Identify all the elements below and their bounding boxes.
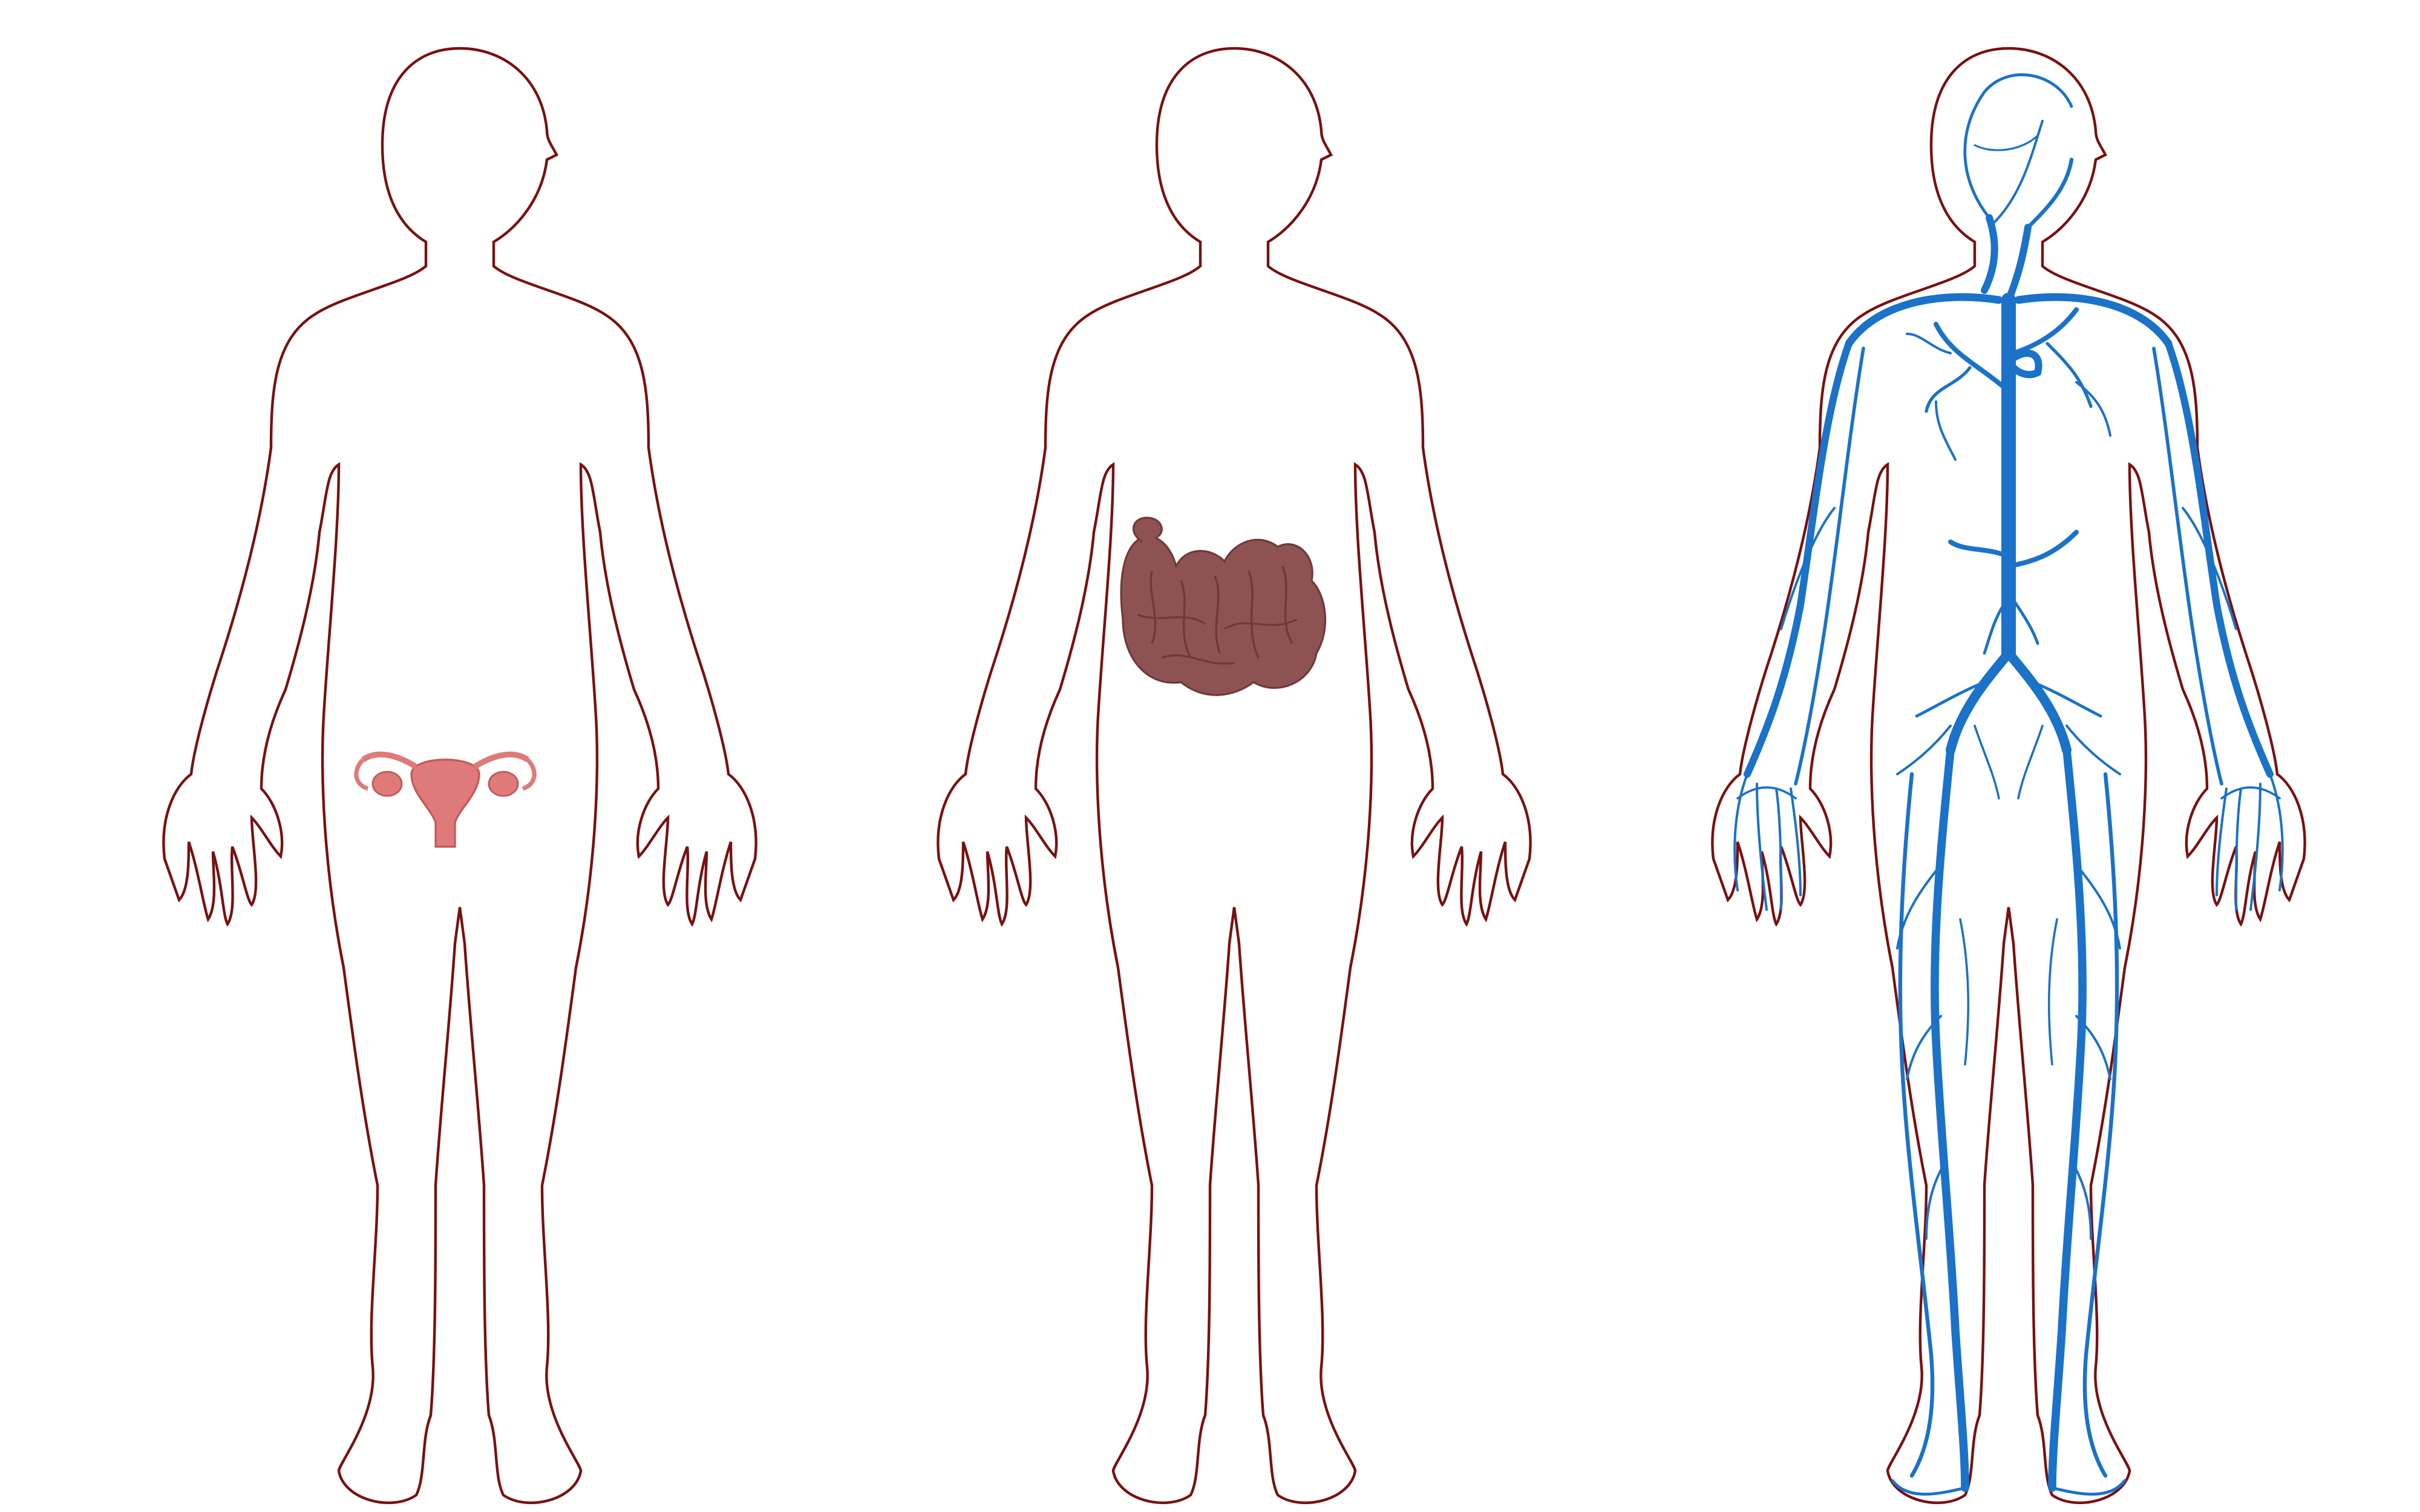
figure-2 xyxy=(938,48,1530,1503)
veins-icon xyxy=(1733,73,2284,1496)
figure-1 xyxy=(163,48,756,1503)
body-outline-2 xyxy=(938,48,1530,1503)
uterus-icon xyxy=(354,751,537,848)
small-intestine-icon xyxy=(1120,516,1327,696)
figure-3 xyxy=(1712,48,2304,1503)
body-outline-3 xyxy=(1712,48,2304,1503)
